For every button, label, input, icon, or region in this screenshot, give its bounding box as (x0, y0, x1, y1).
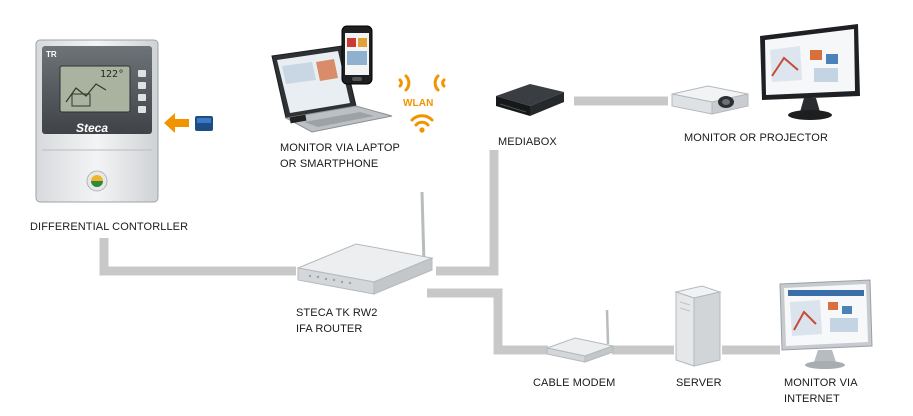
laptop-smartphone-icon (271, 25, 393, 133)
controller-label: DIFFERENTIAL CONTORLLER (30, 221, 189, 233)
monitor-internet-label-line2: INTERNET (784, 393, 840, 405)
line-controller-router (99, 238, 296, 276)
differential-controller: TR 122° Steca (34, 38, 160, 204)
monitor-icon (760, 24, 860, 120)
router-label-line1: STECA TK RW2 (296, 307, 378, 319)
laptop-label-line2: OR SMARTPHONE (280, 158, 379, 170)
server-label: SERVER (676, 377, 722, 389)
monitor-internet-label-line1: MONITOR VIA (784, 377, 858, 389)
arrow-left-icon (164, 113, 189, 133)
wlan-label: WLAN (403, 98, 434, 109)
router-icon (296, 191, 434, 295)
monitor-internet-icon (779, 279, 873, 369)
differential-controller-icon (35, 39, 159, 203)
smartphone-icon (341, 25, 373, 85)
laptop-icon (271, 45, 393, 133)
server-icon (674, 285, 722, 367)
cable-modem-label: CABLE MODEM (533, 377, 616, 389)
line-router-mediabox (436, 150, 499, 276)
projector-icon (671, 85, 749, 115)
mediabox-label: MEDIABOX (498, 136, 557, 148)
controller-model-tag: TR (46, 50, 57, 59)
controller-brand-logo: Steca (76, 121, 109, 135)
line-router-modem (427, 288, 548, 355)
wifi-icon (398, 74, 446, 133)
monitor-projector-label: MONITOR OR PROJECTOR (684, 132, 828, 144)
mediabox-icon (496, 84, 564, 116)
sd-card-icon (195, 116, 213, 131)
cable-modem-icon (545, 309, 615, 363)
router-label-line2: IFA ROUTER (296, 323, 363, 335)
controller-reading: 122° (100, 69, 125, 80)
laptop-label-line1: MONITOR VIA LAPTOP (280, 142, 400, 154)
